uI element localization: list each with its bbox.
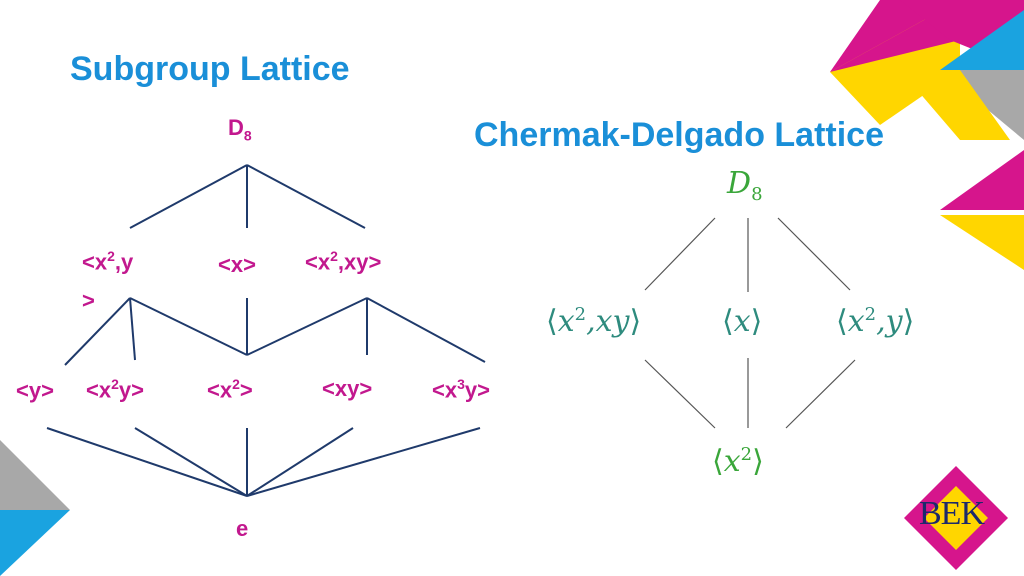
node-x2-a: <x	[207, 377, 233, 403]
node-d8-base: D	[228, 115, 244, 140]
node-x2-b: >	[239, 377, 253, 403]
node-xy: <xy>	[322, 376, 373, 401]
cd-node-d8-base: D	[727, 166, 752, 201]
node-x: <x>	[218, 252, 256, 277]
cd-node-x2-xy-close: ⟩	[629, 304, 642, 339]
node-d8: D8	[228, 115, 252, 143]
node-x2-y: <x2,y	[82, 248, 133, 275]
node-x3y-a: <x	[432, 377, 458, 403]
node-x2-y-close: >	[82, 288, 95, 313]
cd-node-x2-sup: 2	[740, 444, 753, 465]
node-x2-xy-a: <x	[305, 249, 331, 275]
cd-node-x2-y-a: x	[847, 304, 865, 339]
node-d8-sub: 8	[243, 127, 252, 144]
cd-node-d8: D8	[727, 166, 763, 205]
node-x3y-b: y>	[464, 377, 490, 403]
node-x2y-sup: 2	[111, 376, 119, 392]
cd-node-x2-a: x	[723, 444, 741, 479]
cd-node-x-open: ⟨	[722, 304, 734, 339]
cd-node-x2-xy-b: ,xy	[586, 304, 630, 339]
node-x2-y-sup: 2	[107, 248, 115, 264]
cd-node-x2-y-sup: 2	[864, 304, 877, 325]
cd-node-x2-xy: ⟨x2,xy⟩	[546, 304, 641, 339]
node-x2-y-b: ,y	[114, 249, 134, 275]
node-x2: <x2>	[207, 376, 253, 403]
cd-node-x2-open: ⟨	[712, 444, 724, 479]
cd-node-x2-y: ⟨x2,y⟩	[836, 304, 914, 339]
cd-node-x2-close: ⟩	[752, 444, 764, 479]
cd-node-d8-sub: 8	[751, 184, 763, 205]
bek-logo: BEK	[919, 495, 985, 532]
node-e: e	[236, 516, 249, 541]
cd-lattice-title: Chermak-Delgado Lattice	[474, 116, 884, 154]
node-x3y-sup: 3	[457, 376, 465, 392]
cd-node-x2-xy-open: ⟨	[546, 304, 558, 339]
node-x2y-b: y>	[118, 377, 144, 403]
cd-node-x2-y-open: ⟨	[836, 304, 848, 339]
node-x2y: <x2y>	[86, 376, 144, 403]
node-x2-xy-sup: 2	[330, 248, 338, 264]
cd-node-x2-y-close: ⟩	[902, 304, 915, 339]
node-x3y: <x3y>	[432, 376, 490, 403]
cd-node-x-close: ⟩	[750, 304, 763, 339]
subgroup-lattice-title: Subgroup Lattice	[70, 50, 350, 88]
node-x2-xy-b: ,xy>	[337, 249, 382, 275]
node-x2-xy: <x2,xy>	[305, 248, 381, 275]
node-x2-sup: 2	[232, 376, 240, 392]
cd-node-x2: ⟨x2⟩	[712, 444, 764, 479]
cd-node-x: ⟨x⟩	[722, 304, 762, 339]
cd-node-x2-xy-a: x	[557, 304, 575, 339]
cd-node-x-a: x	[733, 304, 751, 339]
node-x2y-a: <x	[86, 377, 112, 403]
node-x2-y-a: <x	[82, 249, 108, 275]
cd-node-x2-y-b: ,y	[876, 304, 903, 339]
node-y: <y>	[16, 378, 54, 403]
cd-node-x2-xy-sup: 2	[574, 304, 587, 325]
